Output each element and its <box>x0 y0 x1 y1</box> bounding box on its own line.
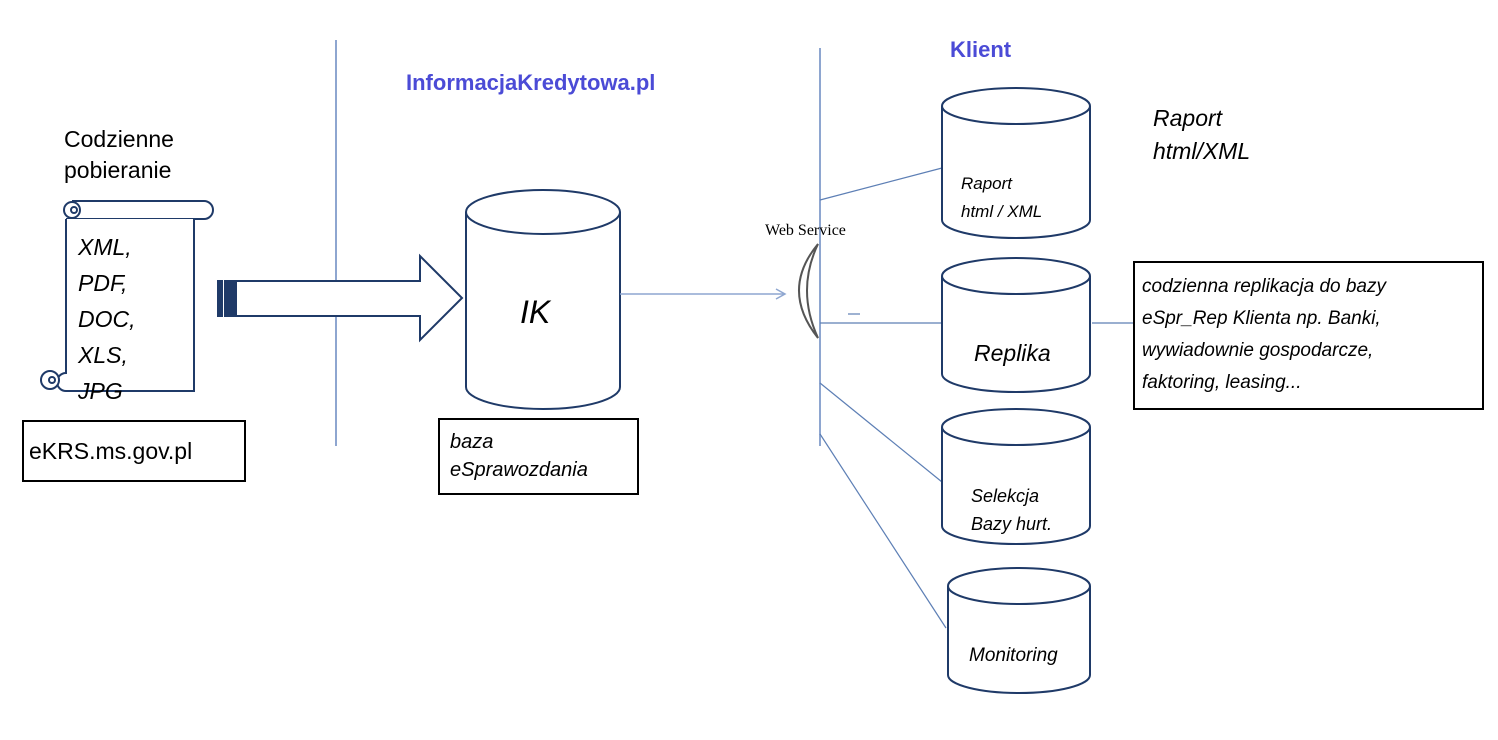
raport-database-label: Raport html / XML <box>961 170 1042 226</box>
raport-database-label-line2: html / XML <box>961 202 1043 221</box>
source-site-label: eKRS.ms.gov.pl <box>29 438 193 464</box>
ik-database-label: IK <box>520 294 551 330</box>
selekcja-database-label: Selekcja Bazy hurt. <box>971 482 1052 538</box>
replication-note-line: eSpr_Rep Klienta np. Banki, <box>1142 308 1381 329</box>
web-service-connector-icon <box>798 243 819 339</box>
replication-note-line: wywiadownie gospodarcze, <box>1142 340 1374 361</box>
ik-database-icon <box>465 189 621 410</box>
source-label-line2: pobieranie <box>64 157 172 183</box>
report-note-line1: Raport <box>1153 105 1223 131</box>
replication-note-box: codzienna replikacja do bazy eSpr_Rep Kl… <box>1133 261 1484 410</box>
client-connectors <box>819 167 1133 629</box>
center-db-caption-line2: eSprawozdania <box>450 459 588 481</box>
format-item: XLS, <box>78 342 128 368</box>
format-item: XML, <box>78 234 132 260</box>
format-item: JPG <box>78 378 123 404</box>
center-db-caption-line1: baza <box>450 431 494 453</box>
report-note: Raport html/XML <box>1153 102 1250 168</box>
selekcja-database-label-line1: Selekcja <box>971 486 1040 506</box>
monitoring-database-icon <box>947 567 1091 694</box>
web-service-label: Web Service <box>765 222 846 239</box>
replika-database-label: Replika <box>974 340 1051 366</box>
center-heading: InformacjaKredytowa.pl <box>406 70 656 95</box>
source-label: Codzienne pobieranie <box>64 124 174 186</box>
selekcja-database-label-line2: Bazy hurt. <box>971 514 1053 534</box>
report-note-line2: html/XML <box>1153 138 1251 164</box>
replication-note-line: faktoring, leasing... <box>1142 372 1302 393</box>
source-label-line1: Codzienne <box>64 126 174 152</box>
transfer-arrow <box>217 253 464 343</box>
replication-note-line: codzienna replikacja do bazy <box>1142 276 1386 297</box>
source-site-box: eKRS.ms.gov.pl <box>22 420 246 482</box>
ik-to-webservice-arrow <box>620 288 787 300</box>
raport-database-label-line1: Raport <box>961 174 1013 193</box>
replika-database-icon <box>941 257 1091 393</box>
client-heading: Klient <box>950 37 1012 62</box>
scroll-document-icon <box>40 200 214 392</box>
raport-database-icon <box>941 87 1091 239</box>
center-db-caption-box: baza eSprawozdania <box>438 418 639 495</box>
format-item: PDF, <box>78 270 128 296</box>
format-item: DOC, <box>78 306 136 332</box>
format-list: XML, PDF, DOC, XLS, JPG <box>78 229 136 409</box>
selekcja-database-icon <box>941 408 1091 545</box>
monitoring-database-label: Monitoring <box>969 645 1058 666</box>
